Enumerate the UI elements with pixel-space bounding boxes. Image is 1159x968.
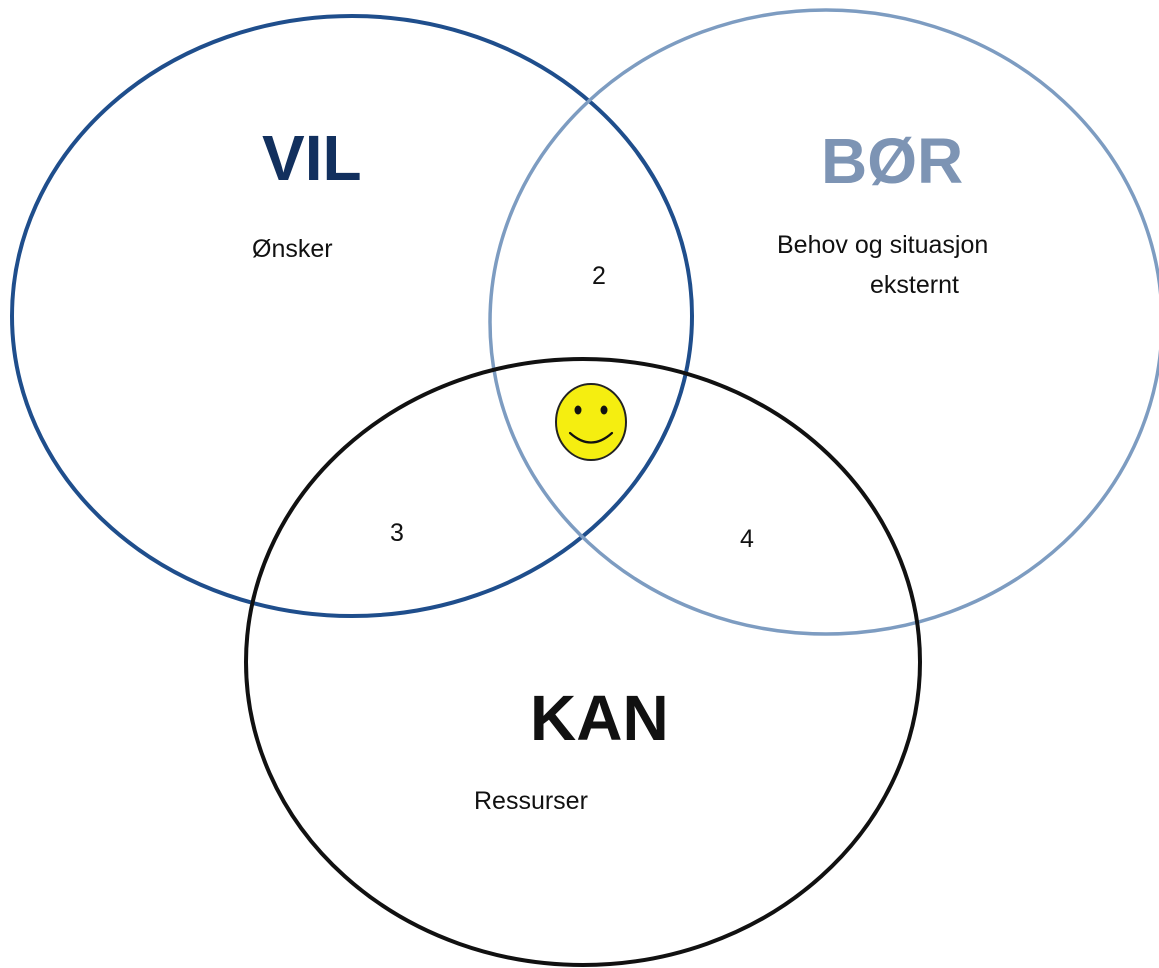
- vil-label: Ønsker: [252, 235, 333, 263]
- bor-label-line2: eksternt: [870, 271, 959, 299]
- intersection-vil-kan-label: 3: [390, 519, 404, 547]
- kan-title: KAN: [530, 682, 669, 754]
- vil-circle: [10, 14, 694, 618]
- smiley-face-icon: [555, 383, 627, 461]
- vil-title: VIL: [262, 122, 362, 194]
- intersection-vil-bor-label: 2: [592, 262, 606, 290]
- bor-title: BØR: [821, 125, 963, 197]
- bor-label-line1: Behov og situasjon: [777, 231, 988, 259]
- kan-circle: [244, 357, 922, 967]
- kan-label: Ressurser: [474, 787, 588, 815]
- bor-circle: [488, 8, 1159, 636]
- intersection-bor-kan-label: 4: [740, 525, 754, 553]
